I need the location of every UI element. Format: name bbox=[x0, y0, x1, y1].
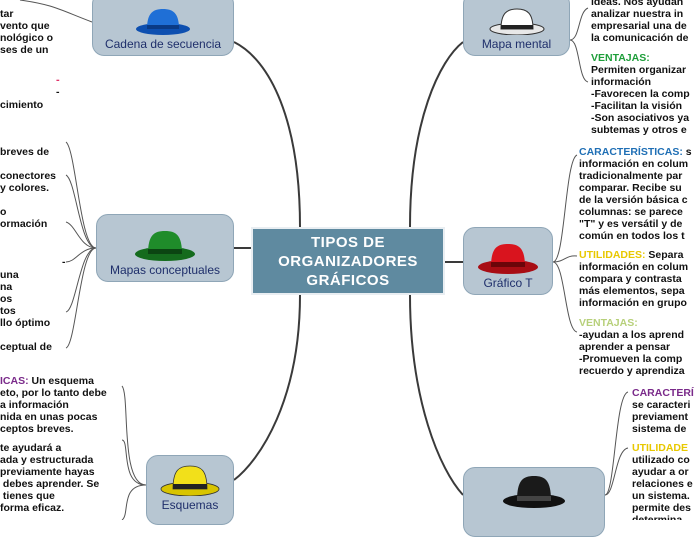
yellow-hat-icon bbox=[160, 465, 220, 496]
black-caracteristicas: se caracteri previament sistema de bbox=[632, 399, 691, 435]
link-black bbox=[409, 294, 464, 496]
dash-marker: - bbox=[62, 256, 66, 268]
node-label: Gráfico T bbox=[483, 276, 533, 290]
cadena-description: tar vento que nológico o ses de un bbox=[0, 8, 54, 56]
node-cadena-de-secuencia[interactable]: Cadena de secuencia bbox=[92, 0, 234, 56]
heading-caracteristicas: ICAS: bbox=[0, 375, 29, 387]
esquemas-utilidades: te ayudará a ada y estructurada previame… bbox=[0, 442, 100, 514]
mapas-conceptuales-description-2: una na os tos llo óptimo ceptual de bbox=[0, 269, 52, 353]
caracteristicas-text: s información en colum tradicionalmente … bbox=[579, 146, 692, 242]
node-mapa-mental[interactable]: Mapa mental bbox=[463, 0, 570, 56]
mapa-mental-ventajas: Permiten organizar información -Favorece… bbox=[591, 64, 690, 136]
grafico-t-ventajas-heading: VENTAJAS: bbox=[579, 317, 638, 329]
heading-caracteristicas: CARACTERÍSTICAS: bbox=[579, 146, 683, 158]
connector-lines bbox=[19, 0, 629, 520]
blue-hat-icon bbox=[136, 9, 190, 35]
node-grafico-t[interactable]: Gráfico T bbox=[463, 227, 553, 295]
black-hat-icon bbox=[503, 476, 565, 508]
heading-utilidades: UTILIDADES: bbox=[579, 249, 646, 261]
node-label: Mapa mental bbox=[481, 37, 552, 51]
mapas-conceptuales-description: breves de conectores y colores. o ormaci… bbox=[0, 146, 57, 230]
green-hat-icon bbox=[135, 231, 195, 261]
black-utilidades: utilizado co ayudar a or relaciones e un… bbox=[632, 454, 693, 520]
dash-marker: - bbox=[56, 74, 60, 86]
esquemas-caracteristicas: ICAS: Un esquema eto, por lo tanto debe … bbox=[0, 375, 122, 435]
node-black-hat[interactable] bbox=[463, 467, 605, 537]
mapa-mental-ventajas-heading: VENTAJAS: bbox=[591, 52, 650, 64]
black-caracteristicas-heading: CARACTERÍ bbox=[632, 387, 694, 399]
grafico-t-ventajas: -ayudan a los aprend aprender a pensar -… bbox=[579, 329, 685, 377]
utilidades-text: Separa información en colum compara y co… bbox=[579, 249, 689, 309]
grafico-t-caracteristicas: CARACTERÍSTICAS: s información en colum … bbox=[579, 146, 696, 244]
link-esquemas bbox=[233, 294, 301, 481]
node-mapas-conceptuales[interactable]: Mapas conceptuales bbox=[96, 214, 234, 282]
red-hat-icon bbox=[478, 244, 538, 274]
cadena-extra: cimiento bbox=[0, 99, 44, 111]
dash-marker: - bbox=[56, 86, 60, 98]
black-utilidades-heading: UTILIDADE bbox=[632, 442, 688, 454]
caracteristicas-text: Un esquema eto, por lo tanto debe a info… bbox=[0, 375, 107, 435]
link-cadena bbox=[233, 41, 301, 228]
node-esquemas[interactable]: Esquemas bbox=[146, 455, 234, 525]
central-topic[interactable]: TIPOS DE ORGANIZADORES GRÁFICOS bbox=[251, 227, 445, 295]
node-label: Cadena de secuencia bbox=[104, 37, 222, 51]
white-hat-icon bbox=[489, 8, 544, 35]
node-label: Mapas conceptuales bbox=[109, 263, 221, 277]
node-label: Esquemas bbox=[161, 498, 219, 512]
mapa-mental-description: ideas. Nos ayudan analizar nuestra in em… bbox=[591, 0, 689, 44]
grafico-t-utilidades: UTILIDADES: Separa información en colum … bbox=[579, 249, 696, 311]
link-mapa-mental bbox=[409, 41, 464, 228]
